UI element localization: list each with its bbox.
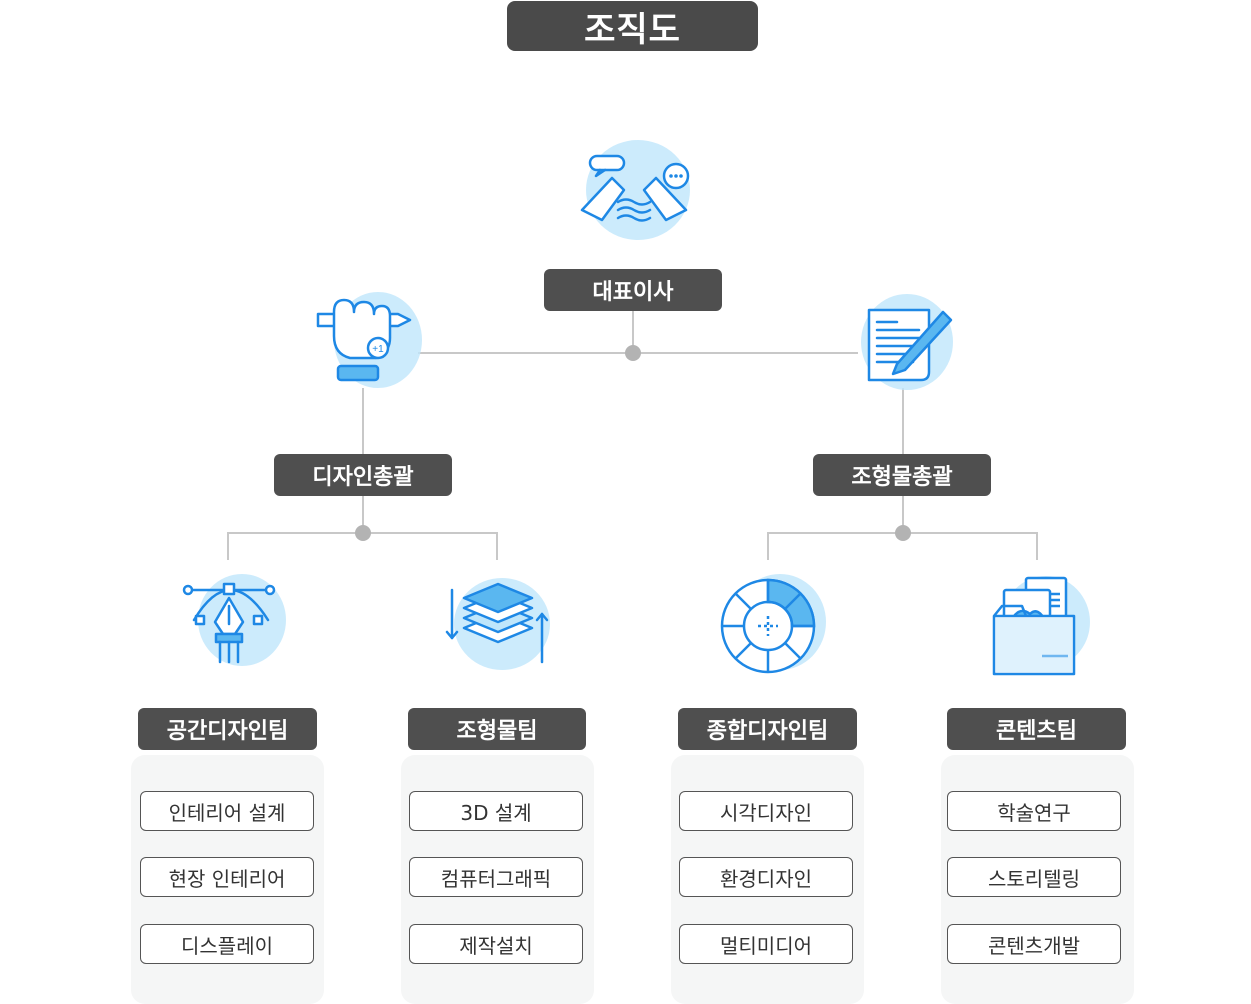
hand-pencil-icon: +1 — [308, 288, 423, 390]
team-label-total-design: 종합디자인팀 — [678, 708, 857, 750]
pen-tool-icon — [176, 570, 290, 674]
division-label-sculpture: 조형물총괄 — [813, 454, 991, 496]
list-item: 스토리텔링 — [947, 857, 1121, 897]
list-item: 제작설치 — [409, 924, 583, 964]
list-item: 콘텐츠개발 — [947, 924, 1121, 964]
list-item: 멀티미디어 — [679, 924, 853, 964]
list-item: 인테리어 설계 — [140, 791, 314, 831]
list-item: 시각디자인 — [679, 791, 853, 831]
layers-icon — [440, 576, 554, 674]
list-item: 환경디자인 — [679, 857, 853, 897]
chart-title: 조직도 — [507, 1, 758, 51]
content-folder-icon — [986, 572, 1094, 678]
team-label-space-design: 공간디자인팀 — [138, 708, 317, 750]
team-label-contents: 콘텐츠팀 — [947, 708, 1126, 750]
team-label-sculpture: 조형물팀 — [408, 708, 586, 750]
color-wheel-icon — [716, 572, 830, 678]
ceo-label: 대표이사 — [544, 269, 722, 311]
division-label-design: 디자인총괄 — [274, 454, 452, 496]
handshake-chat-icon — [572, 132, 697, 250]
list-item: 현장 인테리어 — [140, 857, 314, 897]
list-item: 학술연구 — [947, 791, 1121, 831]
svg-text:+1: +1 — [372, 344, 384, 355]
list-item: 컴퓨터그래픽 — [409, 857, 583, 897]
list-item: 3D 설계 — [409, 791, 583, 831]
document-pen-icon — [853, 290, 961, 394]
list-item: 디스플레이 — [140, 924, 314, 964]
